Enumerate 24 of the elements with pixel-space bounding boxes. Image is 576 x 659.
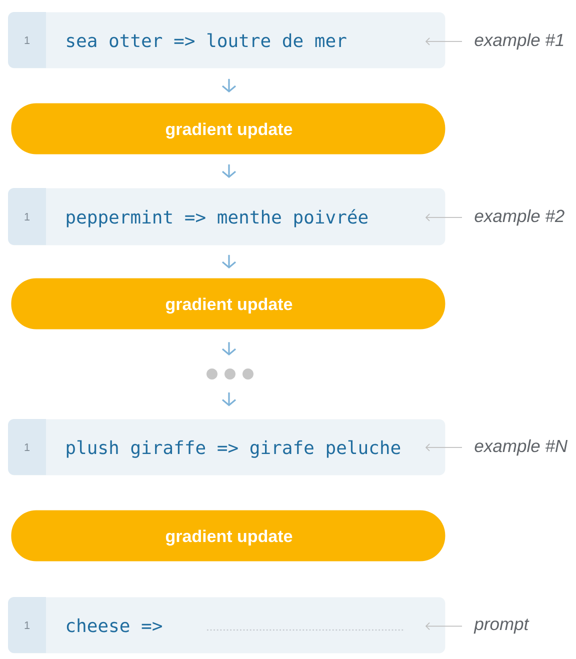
process-pill: gradient update	[11, 510, 446, 562]
code-box	[8, 188, 446, 246]
line-number: 1	[24, 36, 30, 44]
annotation-label: example #1	[474, 33, 564, 50]
annotation-label: prompt	[474, 618, 530, 634]
process-pill: gradient update	[11, 278, 446, 330]
code-text: plush giraffe => girafe peluche	[66, 440, 400, 458]
leader-arrow	[425, 38, 462, 46]
ellipsis-icon	[206, 368, 254, 380]
annotation-label: example #N	[474, 439, 568, 456]
line-number: 1	[24, 621, 30, 629]
leader-arrow	[425, 622, 462, 630]
leader-arrow	[425, 444, 462, 452]
code-text: sea otter => loutre de mer	[67, 33, 346, 48]
code-text: peppermint => menthe poivrée	[66, 209, 368, 228]
line-number: 1	[24, 443, 30, 451]
process-pill: gradient update	[11, 103, 446, 154]
line-number: 1	[24, 212, 30, 220]
leader-arrow	[425, 214, 462, 222]
code-box	[8, 419, 446, 476]
code-box	[8, 12, 446, 68]
code-box	[8, 597, 446, 654]
annotation-label: example #2	[474, 209, 564, 226]
code-text: cheese =>	[66, 618, 162, 632]
